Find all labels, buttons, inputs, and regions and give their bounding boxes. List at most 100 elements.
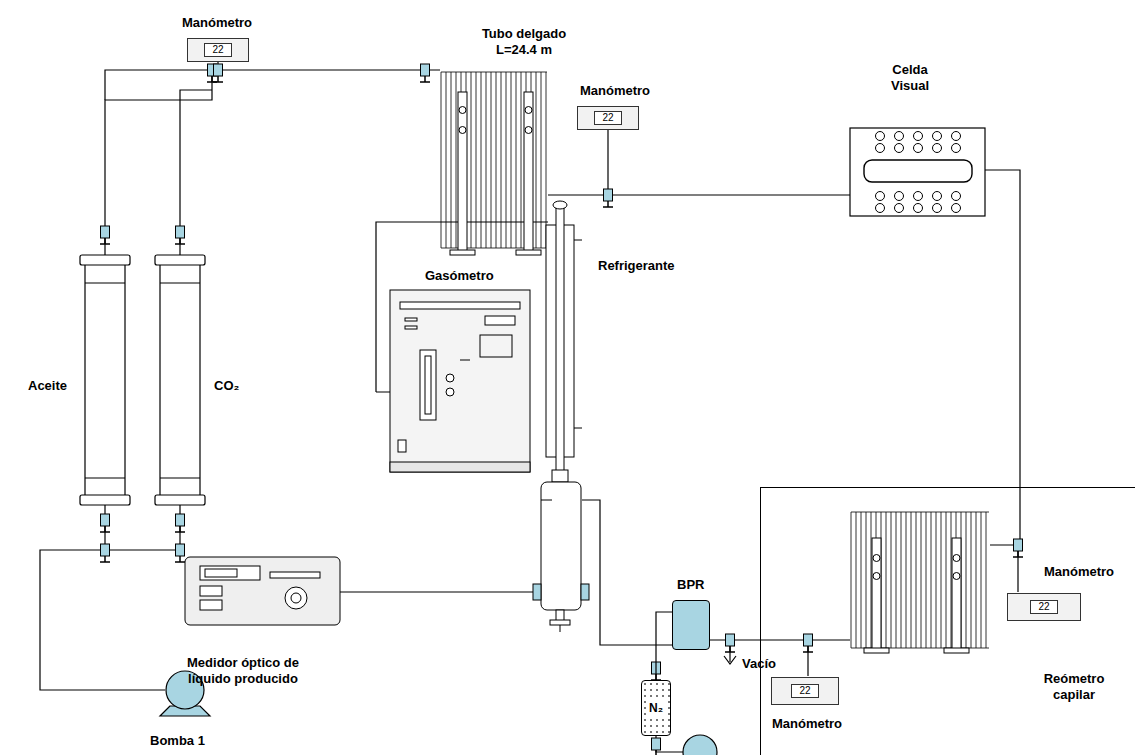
- capillary-coil: [886, 512, 887, 648]
- pressure-gauge: Manómetro22: [577, 106, 639, 130]
- pipe-lines: [607, 130, 608, 195]
- slim-tube-coil: [546, 72, 547, 248]
- slim-tube-coil: [441, 72, 442, 248]
- condenser-column: [533, 201, 589, 632]
- capillary-coil: [926, 512, 927, 648]
- valve-symbol: [101, 514, 110, 526]
- visual-cell: [933, 144, 942, 153]
- slim-tube-coil: [459, 127, 466, 134]
- slim-tube-coil: [441, 72, 547, 255]
- visual-cell: [895, 204, 904, 213]
- visual-cell: [876, 144, 885, 153]
- visual-cell: [933, 132, 942, 141]
- gas-cylinders: [160, 477, 200, 478]
- optical-meter: [205, 569, 237, 577]
- gas-cylinders: [80, 255, 130, 265]
- condenser-column: [541, 500, 552, 501]
- capillary-coil: [851, 512, 852, 648]
- gasometer-instrument: [390, 290, 530, 472]
- gas-cylinders: [160, 282, 200, 283]
- slim-tube-coil: [511, 72, 512, 248]
- condenser-column: [556, 206, 564, 474]
- back-pressure-regulator: BPR: [672, 600, 710, 650]
- slim-tube-coil: [476, 72, 477, 248]
- visual-cell: [895, 192, 904, 201]
- gas-cylinders: [85, 262, 125, 498]
- slim-tube-coil: [459, 107, 532, 134]
- condenser-column: [574, 240, 582, 241]
- optical-meter: [185, 557, 340, 625]
- valve-symbol: [175, 238, 185, 244]
- capillary-coil: [986, 512, 987, 648]
- pipe-lines: [582, 500, 672, 645]
- slim-tube-coil: [491, 72, 492, 248]
- slim-tube-coil: [516, 72, 517, 248]
- gasometer-instrument: [446, 388, 454, 396]
- visual-cell: [876, 192, 885, 201]
- gas-cylinders: [160, 262, 200, 498]
- capillary-coil: [981, 512, 982, 648]
- pressure-gauge: Manómetro22: [1007, 593, 1081, 621]
- valve-symbol: [100, 238, 110, 244]
- condenser-column: [574, 428, 582, 429]
- gas-cylinders: [155, 495, 205, 505]
- part-label: Bomba 1: [150, 733, 205, 749]
- slim-tube-coil: [501, 72, 502, 248]
- capillary-coil: [931, 512, 932, 648]
- rheometer-enclosure: Reómetro capilarManómetro2222Manómetro: [760, 487, 1135, 755]
- part-label: Medidor óptico de líquido producido: [168, 655, 318, 687]
- slim-tube-coil: [450, 250, 475, 255]
- gas-cylinders: [85, 477, 125, 478]
- gauge-label: Manómetro: [1044, 564, 1114, 580]
- pipe-lines: [985, 170, 1020, 545]
- gauge-display: 22: [204, 43, 231, 57]
- capillary-coil: [873, 573, 880, 580]
- nitrogen-cylinder: N₂: [641, 680, 671, 736]
- condenser-column: [581, 584, 589, 600]
- capillary-coil: [946, 512, 947, 648]
- gasometer-instrument: [446, 374, 454, 382]
- visual-cell: [850, 128, 985, 216]
- slim-tube-coil: [471, 72, 472, 248]
- gas-cylinders: [80, 255, 205, 505]
- pipe-lines: [40, 62, 1020, 752]
- slim-tube-coil: [451, 72, 452, 248]
- visual-cell: [895, 144, 904, 153]
- gasometer-instrument: [400, 302, 520, 309]
- part-label: Vacío: [742, 656, 776, 672]
- pipe-lines: [105, 70, 212, 255]
- valve-symbol: [100, 64, 1023, 755]
- visual-cell: [914, 204, 923, 213]
- condenser-column: [550, 620, 570, 625]
- gauge-display: 22: [1030, 600, 1057, 614]
- slim-tube-coil: [521, 72, 522, 248]
- pressure-gauge: Manómetro22: [187, 38, 249, 62]
- region-label: Reómetro capilar: [1029, 671, 1119, 703]
- pressure-gauge: 22Manómetro: [771, 677, 839, 705]
- condenser-column: [533, 584, 541, 600]
- slim-tube-coil: [525, 127, 532, 134]
- slim-tube-coil: [524, 92, 533, 252]
- part-label: Tubo delgado L=24.4 m: [478, 26, 570, 58]
- pipe-lines: [105, 505, 180, 550]
- optical-meter: [291, 593, 301, 603]
- gauge-display: 22: [594, 111, 621, 125]
- valve-symbol: [1014, 539, 1023, 551]
- capillary-coil: [896, 512, 897, 648]
- gasometer-instrument: [480, 335, 512, 357]
- capillary-coil: [951, 512, 952, 648]
- visual-cell: [933, 192, 942, 201]
- slim-tube-coil: [516, 250, 541, 255]
- gasometer-instrument: [390, 290, 530, 472]
- gasometer-instrument: [460, 360, 470, 361]
- slim-tube-coil: [506, 72, 507, 248]
- valve-symbol: [213, 76, 223, 82]
- pipe-connector: [656, 612, 672, 680]
- valve-symbol: [100, 556, 110, 562]
- pump-symbol: [683, 735, 717, 755]
- condenser-column: [541, 482, 581, 610]
- visual-cell: [876, 204, 885, 213]
- valve-symbol: [420, 76, 430, 82]
- condenser-column: [553, 201, 567, 209]
